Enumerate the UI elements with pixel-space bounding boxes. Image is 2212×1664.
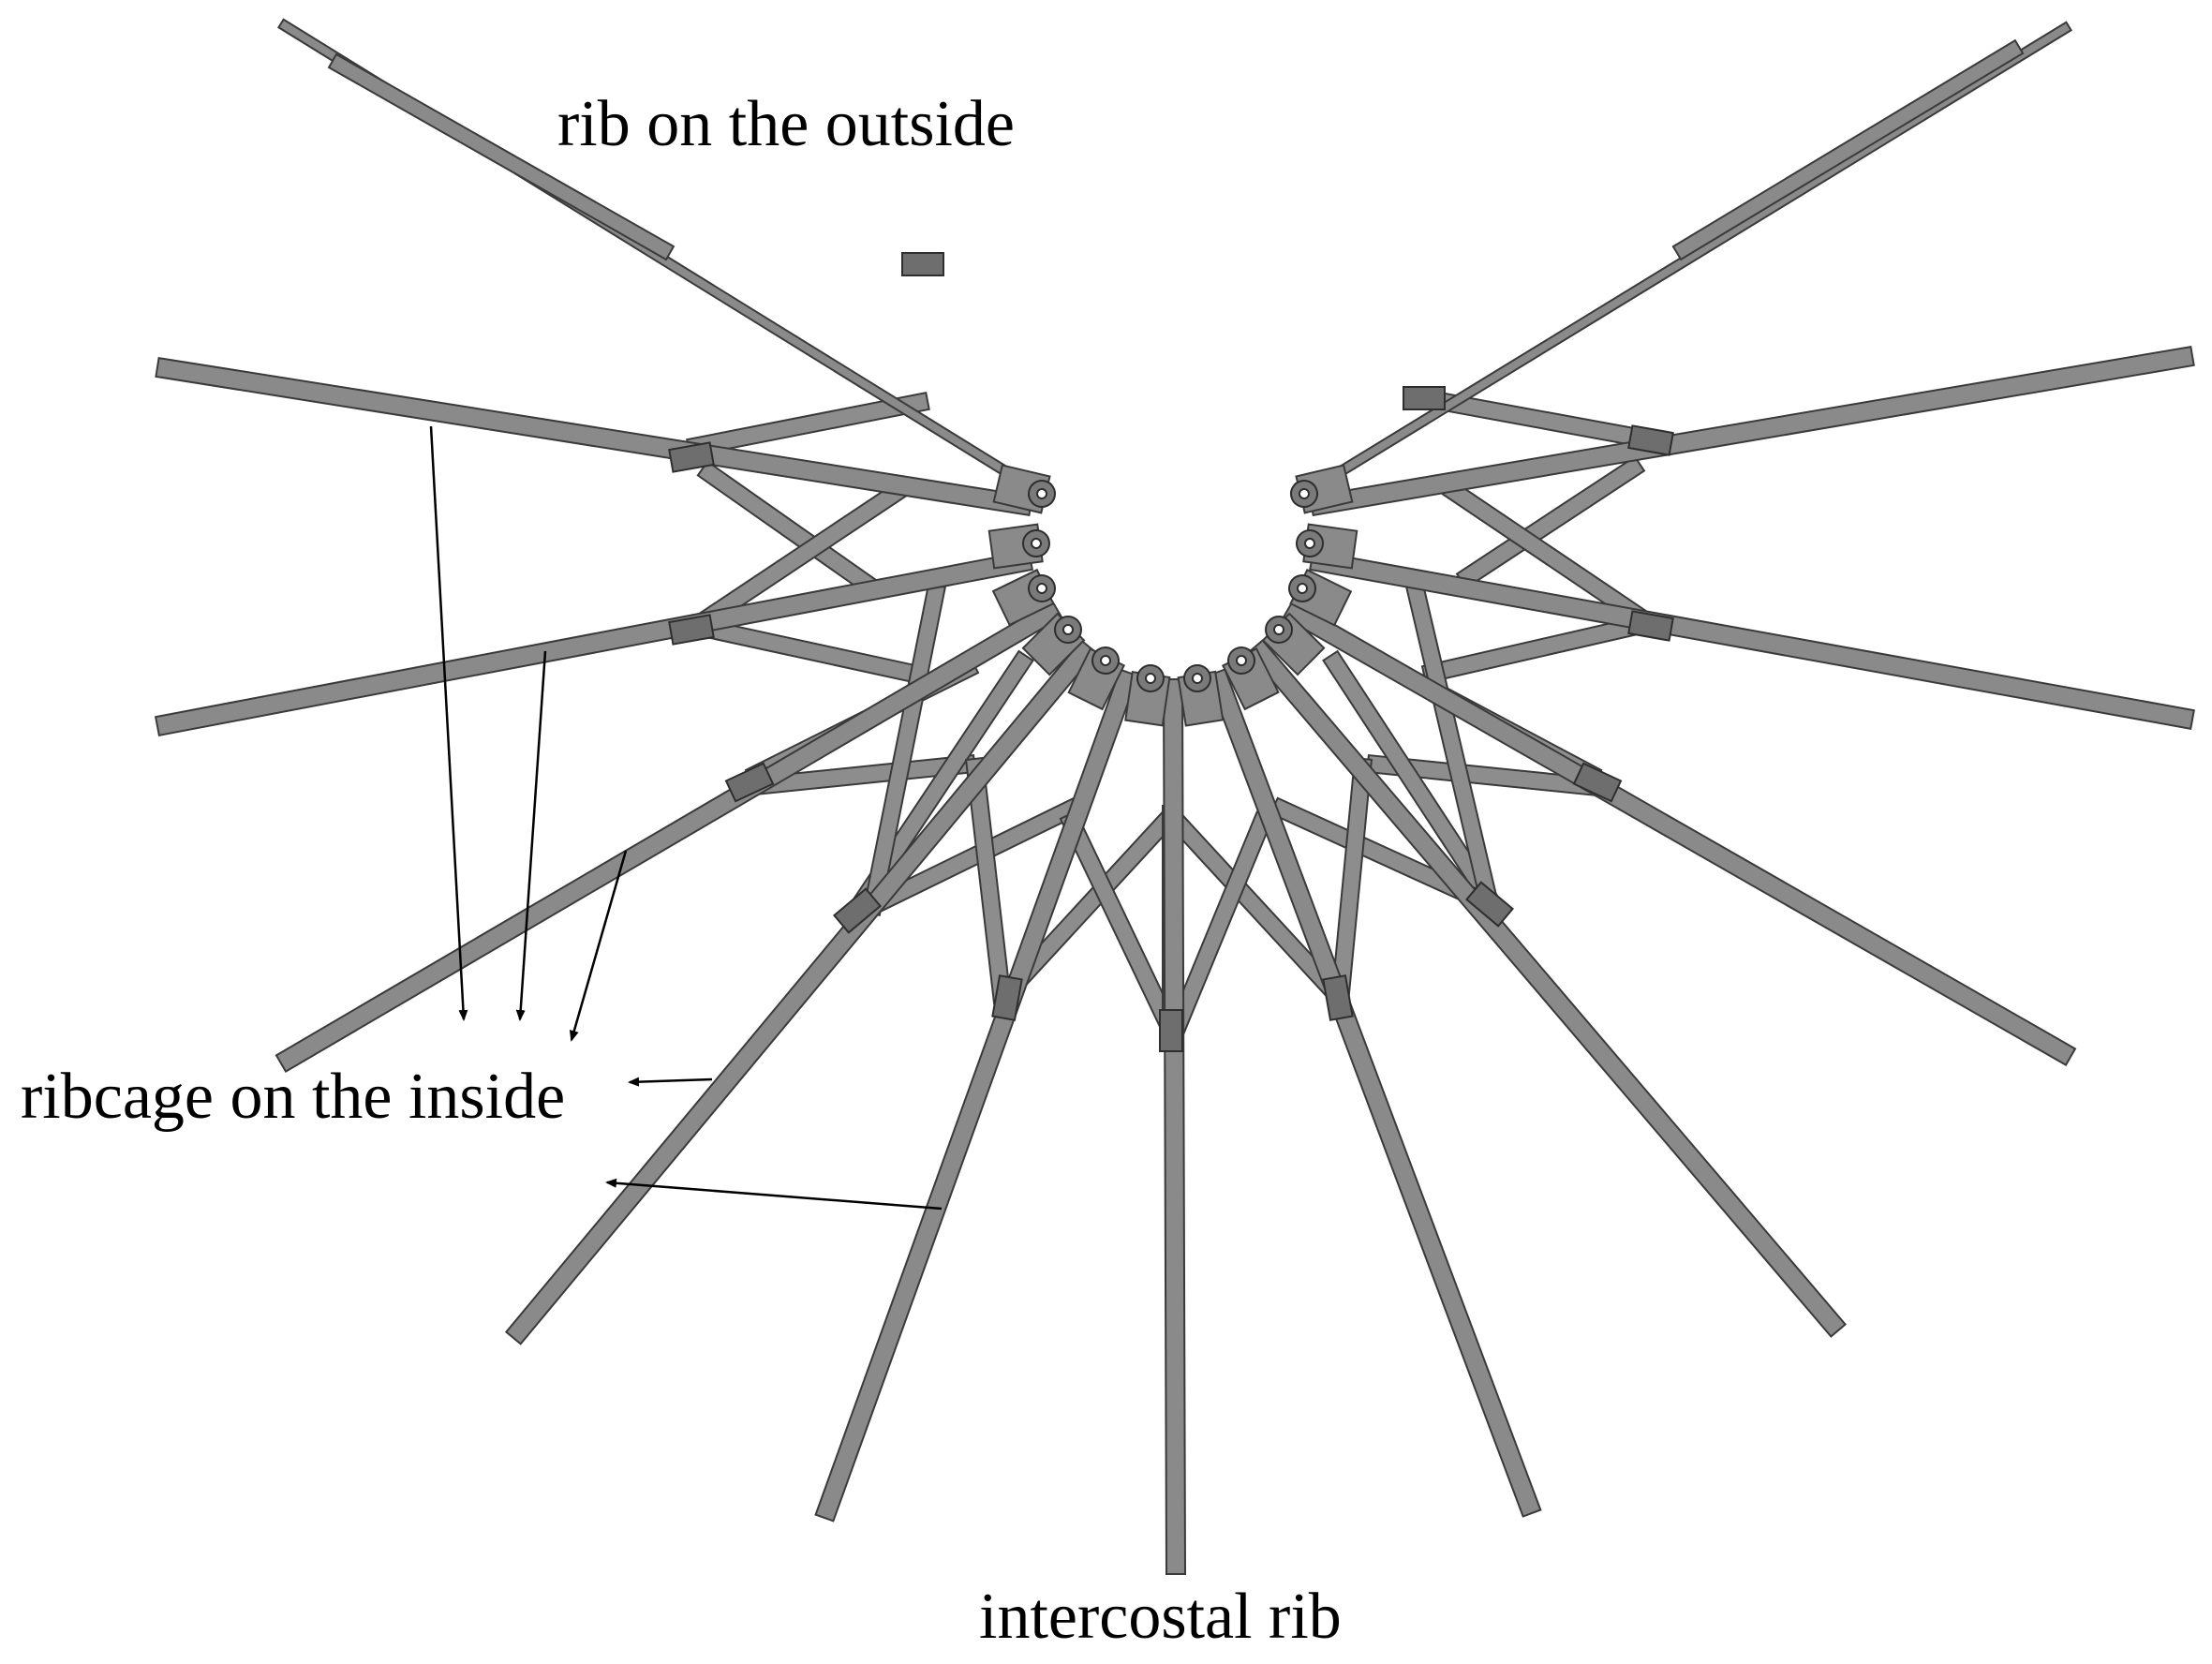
hub-joint-4 xyxy=(1067,646,1126,711)
rib-sleeve-right xyxy=(1671,38,2025,261)
rib-clamp-9 xyxy=(1465,881,1514,928)
intercostal-strut-3 xyxy=(699,618,922,684)
rib-sleeve-left xyxy=(327,52,675,261)
ribs-group xyxy=(154,18,2195,1576)
rib-clamp-11 xyxy=(901,252,944,276)
hub-joint-7 xyxy=(1221,646,1280,711)
leader-arrow-3 xyxy=(628,1077,713,1087)
label-intercostal-rib: intercostal rib xyxy=(979,1581,1342,1653)
rib-clamp-7 xyxy=(1627,610,1674,642)
annotation-arrows xyxy=(429,425,943,1211)
rib-12 xyxy=(1206,668,1542,1518)
rib-clamp-4 xyxy=(991,974,1023,1021)
rib-clamp-3 xyxy=(833,887,882,934)
hub-joint-3 xyxy=(1021,612,1086,676)
leader-arrow-0 xyxy=(429,425,468,1021)
rib-10 xyxy=(1282,599,2077,1067)
rib-8 xyxy=(1309,345,2195,517)
hub-joint-1 xyxy=(987,523,1050,570)
rib-clamp-0 xyxy=(668,441,715,473)
rib-clamp-8 xyxy=(1572,762,1623,803)
hub-joints xyxy=(668,252,1674,1052)
hub-joint-11 xyxy=(1290,464,1354,514)
label-ribcage-inside: ribcage on the inside xyxy=(21,1061,565,1133)
hub-joint-0 xyxy=(992,464,1056,514)
rib-4 xyxy=(275,600,1063,1073)
rib-2 xyxy=(155,356,1033,517)
leader-arrow-4 xyxy=(605,1178,943,1211)
rib-clamp-1 xyxy=(668,614,715,646)
rib-clamp-6 xyxy=(1627,424,1674,456)
label-rib-outside: rib on the outside xyxy=(557,88,1015,160)
rib-clamp-10 xyxy=(1322,974,1354,1021)
hub-joint-6 xyxy=(1177,664,1225,727)
leader-arrow-1 xyxy=(515,650,547,1021)
rib-7 xyxy=(1162,677,1187,1576)
rib-clamp-2 xyxy=(724,762,775,803)
hub-joint-10 xyxy=(1296,523,1358,570)
hub-joint-8 xyxy=(1261,612,1326,676)
rib-clamp-5 xyxy=(1159,1009,1183,1052)
rib-clamp-12 xyxy=(1403,386,1446,410)
hub-joint-2 xyxy=(991,568,1056,627)
leader-arrow-2 xyxy=(569,850,628,1042)
hub-joint-5 xyxy=(1124,664,1171,727)
hub-joint-9 xyxy=(1288,568,1353,627)
rib-11 xyxy=(1246,639,1848,1338)
